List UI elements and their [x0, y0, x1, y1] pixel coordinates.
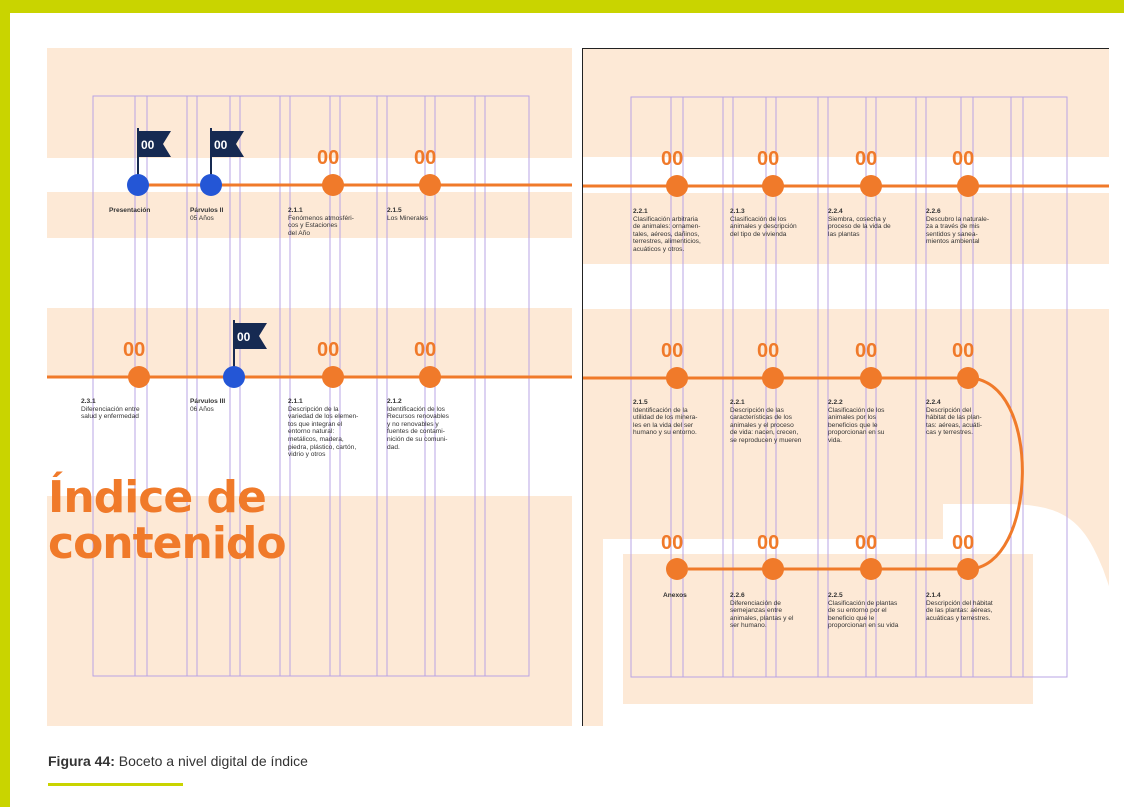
white-band — [47, 158, 572, 192]
figure-caption: Figura 44: Boceto a nivel digital de índ… — [48, 753, 308, 769]
marker-number: 00 — [661, 340, 683, 362]
timeline-dot-orange — [762, 367, 784, 389]
flag-number: 00 — [141, 138, 155, 152]
timeline-dot-orange — [762, 175, 784, 197]
marker-number: 00 — [661, 148, 683, 170]
marker-number: 00 — [855, 532, 877, 554]
timeline-dot-orange — [957, 175, 979, 197]
flag-icon — [212, 131, 244, 157]
flag-number: 00 — [214, 138, 228, 152]
left-page-sketch: 00 00 00 00 00 00 00 00 Presentación Pár… — [47, 48, 572, 726]
frame-top-bar — [0, 0, 1124, 13]
figure-label: Figura 44: — [48, 753, 115, 769]
flag-icon — [235, 323, 267, 349]
timeline-dot-blue — [127, 174, 149, 196]
right-page-sketch: 00 00 00 00 00 00 00 00 00 00 00 00 2.2.… — [582, 48, 1109, 726]
marker-number: 00 — [757, 532, 779, 554]
timeline-dot-orange — [860, 558, 882, 580]
flag-icon — [139, 131, 171, 157]
caption-underline — [48, 783, 183, 786]
marker-number: 00 — [757, 340, 779, 362]
page-title: Índice de contenido — [48, 472, 287, 569]
timeline-dot-orange — [128, 366, 150, 388]
timeline-dot-orange — [322, 174, 344, 196]
marker-number: 00 — [952, 148, 974, 170]
timeline-dot-orange — [762, 558, 784, 580]
timeline-dot-orange — [666, 175, 688, 197]
timeline-dot-blue — [223, 366, 245, 388]
timeline-dot-orange — [666, 558, 688, 580]
left-page-artwork: 00 00 00 00 00 00 00 00 — [47, 95, 572, 677]
frame-left-bar — [0, 0, 10, 807]
timeline-dot-orange — [419, 174, 441, 196]
white-band — [47, 238, 572, 308]
timeline-dot-orange — [957, 558, 979, 580]
timeline-dot-orange — [860, 175, 882, 197]
marker-number: 00 — [414, 339, 436, 361]
timeline-dot-orange — [666, 367, 688, 389]
marker-number: 00 — [952, 532, 974, 554]
marker-number: 00 — [414, 147, 436, 169]
right-page-artwork: 00 00 00 00 00 00 00 00 00 00 00 00 — [583, 96, 1109, 726]
flag-number: 00 — [237, 330, 251, 344]
marker-number: 00 — [123, 339, 145, 361]
timeline-dot-orange — [860, 367, 882, 389]
figure-text: Boceto a nivel digital de índice — [114, 753, 308, 769]
index-entry: Presentación — [109, 207, 151, 214]
marker-number: 00 — [317, 147, 339, 169]
timeline-dot-orange — [419, 366, 441, 388]
index-entry: Anexos — [663, 592, 687, 599]
marker-number: 00 — [855, 148, 877, 170]
timeline-dot-orange — [957, 367, 979, 389]
timeline-curve — [583, 376, 1024, 571]
timeline-dot-blue — [200, 174, 222, 196]
white-band — [583, 264, 1109, 309]
marker-number: 00 — [855, 340, 877, 362]
timeline-dot-orange — [322, 366, 344, 388]
marker-number: 00 — [952, 340, 974, 362]
marker-number: 00 — [317, 339, 339, 361]
marker-number: 00 — [757, 148, 779, 170]
marker-number: 00 — [661, 532, 683, 554]
